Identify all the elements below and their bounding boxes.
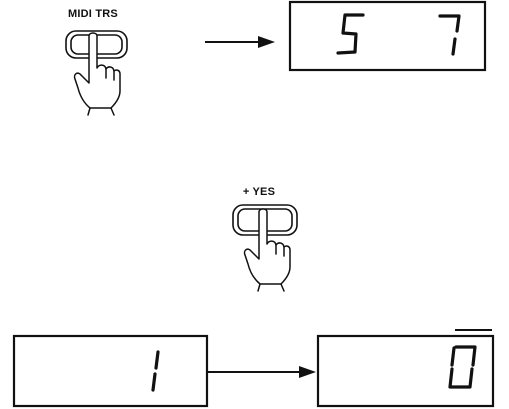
right-arrow-icon <box>205 36 275 48</box>
display-result-57 <box>288 0 487 72</box>
display-before <box>12 334 209 408</box>
midi-trs-button-label: MIDI TRS <box>68 8 118 20</box>
right-arrow-icon <box>207 366 316 378</box>
yes-button-label: + YES <box>243 186 275 198</box>
display-after <box>316 329 495 408</box>
